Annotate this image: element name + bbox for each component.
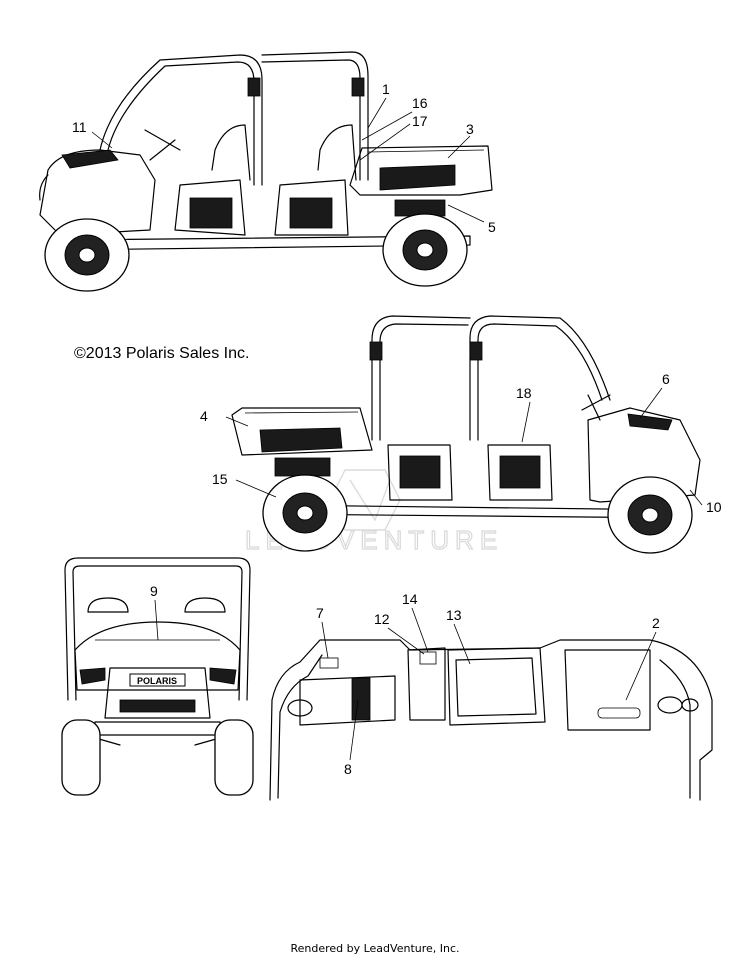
polaris-badge: POLARIS — [137, 676, 177, 686]
callout-5: 5 — [488, 219, 496, 235]
callout-6: 6 — [662, 371, 670, 387]
callout-8: 8 — [344, 761, 352, 777]
callout-9: 9 — [150, 583, 158, 599]
callout-7: 7 — [316, 605, 324, 621]
callout-18: 18 — [516, 385, 532, 401]
leader-lines — [91, 97, 703, 761]
dash-view — [269, 639, 713, 801]
callout-11: 11 — [72, 119, 87, 135]
callout-12: 12 — [374, 611, 390, 627]
front-right-tire — [214, 719, 254, 796]
front-left-tire — [61, 719, 101, 796]
rear-wheel-right-view — [262, 474, 348, 552]
callout-17: 17 — [412, 113, 428, 129]
side-view-right — [231, 315, 701, 554]
callout-labels: 11 1 16 17 3 5 4 6 18 15 10 9 7 14 12 13… — [72, 81, 722, 777]
front-wheel — [44, 218, 130, 292]
callout-10: 10 — [706, 499, 722, 515]
footer-text: Rendered by LeadVenture, Inc. — [290, 942, 459, 955]
callout-2: 2 — [652, 615, 660, 631]
callout-14: 14 — [402, 591, 418, 607]
rear-wheel — [382, 213, 468, 287]
callout-16: 16 — [412, 95, 428, 111]
copyright-text: ©2013 Polaris Sales Inc. — [74, 345, 249, 362]
callout-3: 3 — [466, 121, 474, 137]
callout-13: 13 — [446, 607, 462, 623]
side-view-left — [39, 51, 493, 292]
callout-4: 4 — [200, 408, 208, 424]
callout-1: 1 — [382, 81, 390, 97]
front-wheel-right-view — [607, 476, 693, 554]
callout-15: 15 — [212, 471, 228, 487]
front-view: POLARIS — [61, 557, 254, 796]
